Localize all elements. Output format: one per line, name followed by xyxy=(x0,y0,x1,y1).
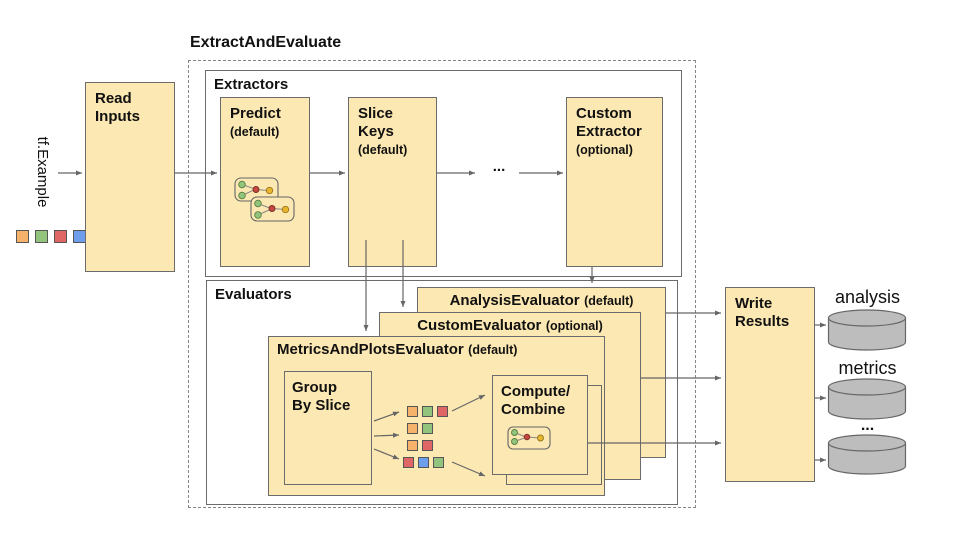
orange-square xyxy=(407,440,418,451)
green-square xyxy=(433,457,444,468)
custom-evaluator-label: CustomEvaluator xyxy=(417,317,542,334)
orange-square xyxy=(407,423,418,434)
compute-combine-label: Compute/ Combine xyxy=(501,383,571,418)
group-by-slice-box: Group By Slice xyxy=(284,371,372,485)
slice-keys-box: Slice Keys (default) xyxy=(348,97,437,267)
predict-label: Predict xyxy=(230,105,281,122)
orange-square xyxy=(16,230,29,243)
green-square xyxy=(35,230,48,243)
slice-group-row xyxy=(407,423,448,434)
red-square xyxy=(54,230,67,243)
custom-extractor-box: Custom Extractor (optional) xyxy=(566,97,663,267)
extractors-ellipsis: ... xyxy=(492,158,506,175)
slice-group-row xyxy=(407,440,448,451)
green-square xyxy=(422,423,433,434)
diagram-title: ExtractAndEvaluate xyxy=(190,34,342,51)
metrics-and-plots-evaluator-label: MetricsAndPlotsEvaluator xyxy=(277,341,464,358)
red-square xyxy=(403,457,414,468)
database-icon-analysis xyxy=(827,309,907,351)
evaluators-label: Evaluators xyxy=(215,286,292,303)
predict-box: Predict (default) xyxy=(220,97,310,267)
extractors-label: Extractors xyxy=(214,76,289,93)
output-label-analysis: analysis xyxy=(834,287,901,307)
slice-keys-qualifier: (default) xyxy=(358,143,408,157)
tf-example-label: tf.Example xyxy=(34,136,51,208)
metrics-and-plots-evaluator-qualifier: (default) xyxy=(468,343,518,357)
output-label-more: ... xyxy=(860,417,875,434)
group-by-slice-label: Group By Slice xyxy=(292,379,351,414)
red-square xyxy=(422,440,433,451)
custom-extractor-qualifier: (optional) xyxy=(576,143,633,157)
write-results-label: Write Results xyxy=(735,295,790,330)
read-inputs-label: Read Inputs xyxy=(95,90,140,125)
slice-group-row xyxy=(407,406,448,417)
red-square xyxy=(437,406,448,417)
predict-qualifier: (default) xyxy=(230,125,280,139)
input-legend xyxy=(16,230,86,243)
custom-extractor-label: Custom Extractor xyxy=(576,105,642,140)
slice-keys-label: Slice Keys xyxy=(358,105,394,140)
database-icon-more xyxy=(827,434,907,475)
slice-group-row xyxy=(403,457,448,468)
read-inputs-box: Read Inputs xyxy=(85,82,175,272)
output-label-metrics: metrics xyxy=(838,358,897,378)
green-square xyxy=(422,406,433,417)
custom-evaluator-qualifier: (optional) xyxy=(545,319,603,333)
extract-and-evaluate-container xyxy=(188,60,696,508)
write-results-box: Write Results xyxy=(725,287,815,482)
blue-square xyxy=(418,457,429,468)
database-icon-metrics xyxy=(827,378,907,420)
orange-square xyxy=(407,406,418,417)
analysis-evaluator-label: AnalysisEvaluator xyxy=(449,292,580,309)
slice-grid xyxy=(403,406,448,468)
analysis-evaluator-qualifier: (default) xyxy=(584,294,634,308)
compute-combine-box: Compute/ Combine xyxy=(492,375,588,475)
